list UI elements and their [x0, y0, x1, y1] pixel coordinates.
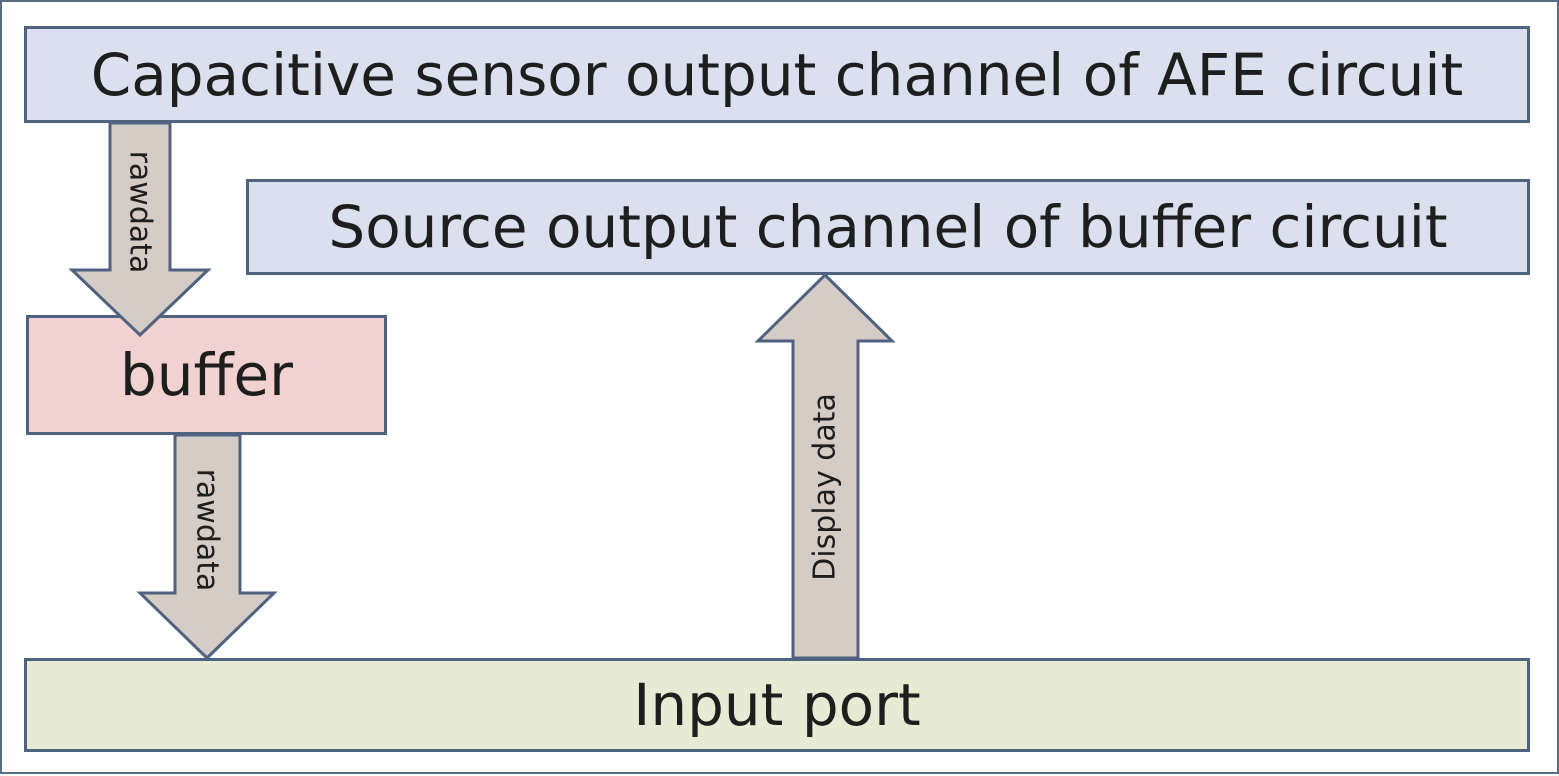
- afe-to-buffer-arrow-label: rawdata: [123, 151, 158, 274]
- afe-output-channel-box: Capacitive sensor output channel of AFE …: [24, 26, 1530, 123]
- buffer-to-input-arrow-label: rawdata: [190, 469, 225, 592]
- buffer-to-input-arrow-shape: [136, 433, 278, 661]
- source-output-channel-label: Source output channel of buffer circuit: [328, 193, 1448, 261]
- afe-to-buffer-arrow: rawdata: [68, 121, 212, 338]
- buffer-label: buffer: [119, 341, 294, 409]
- afe-output-channel-label: Capacitive sensor output channel of AFE …: [90, 40, 1464, 109]
- input-port-label: Input port: [633, 671, 921, 739]
- afe-to-buffer-arrow-shape: [68, 121, 212, 338]
- source-output-channel-box: Source output channel of buffer circuit: [246, 179, 1530, 275]
- input-to-source-arrow-label: Display data: [808, 393, 843, 581]
- input-port-box: Input port: [24, 658, 1530, 752]
- input-to-source-arrow-shape: [754, 272, 896, 660]
- input-to-source-arrow: Display data: [754, 272, 896, 660]
- buffer-box: buffer: [26, 315, 387, 435]
- buffer-to-input-arrow: rawdata: [136, 433, 278, 661]
